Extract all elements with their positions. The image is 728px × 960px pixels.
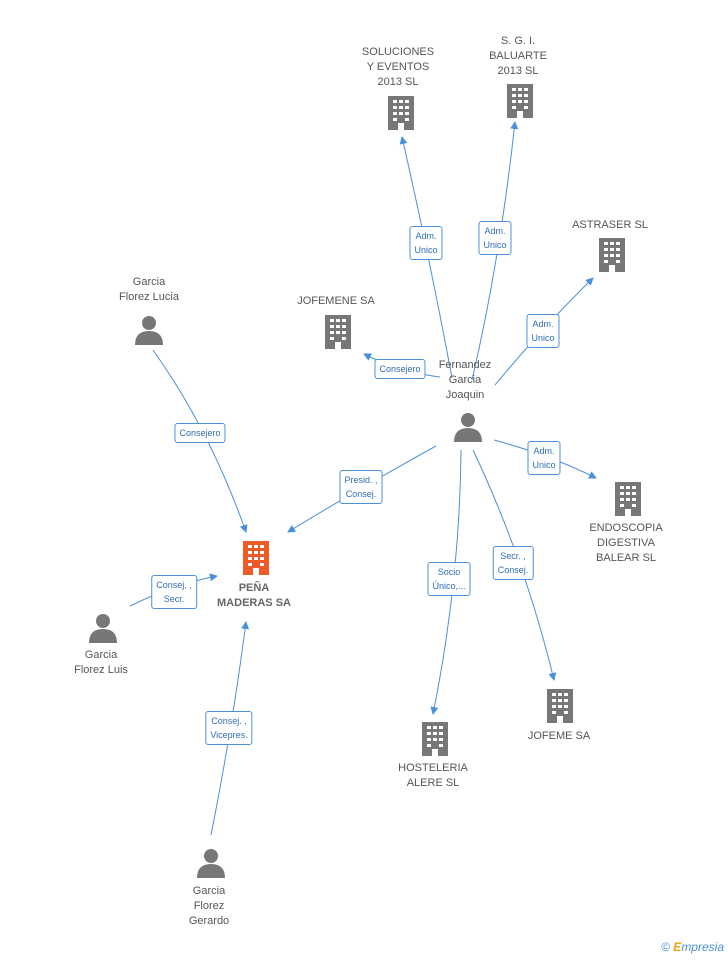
- edge-label-e7[interactable]: Adm. Unico: [527, 441, 561, 475]
- person-icon[interactable]: [134, 315, 164, 345]
- node-label-pena[interactable]: PEÑA MADERAS SA: [217, 582, 291, 609]
- building-icon[interactable]: [323, 315, 353, 349]
- node-label-endoscopia[interactable]: ENDOSCOPIA DIGESTIVA BALEAR SL: [589, 522, 663, 564]
- edge-label-e3[interactable]: Adm. Unico: [526, 314, 560, 348]
- empresia-logo: © Empresia: [661, 940, 724, 954]
- node-label-fernandez[interactable]: Fernandez Garcia Joaquin: [438, 359, 492, 401]
- edge-line-e2: [471, 121, 519, 381]
- building-icon[interactable]: [545, 689, 575, 723]
- building-icon[interactable]: [420, 722, 450, 756]
- node-label-hosteleria[interactable]: HOSTELERIA ALERE SL: [398, 762, 468, 789]
- node-label-jofeme[interactable]: JOFEME SA: [527, 730, 591, 742]
- edge-label-e9[interactable]: Socio Único,...: [427, 562, 471, 596]
- edge-label-e2[interactable]: Adm. Unico: [478, 221, 512, 255]
- node-label-jofemene[interactable]: JOFEMENE SA: [297, 295, 375, 307]
- building-icon[interactable]: [505, 84, 535, 118]
- edge-label-e6[interactable]: Presid. , Consej.: [339, 470, 383, 504]
- copyright-symbol: ©: [661, 940, 670, 954]
- building-icon[interactable]: [613, 482, 643, 516]
- person-icon[interactable]: [453, 412, 483, 442]
- node-label-soluciones[interactable]: SOLUCIONES Y EVENTOS 2013 SL: [361, 46, 435, 88]
- node-label-astraser[interactable]: ASTRASER SL: [572, 219, 648, 231]
- edge-label-e8[interactable]: Consej. , Secr.: [151, 575, 197, 609]
- node-label-sgi[interactable]: S. G. I. BALUARTE 2013 SL: [489, 35, 547, 77]
- edge-label-e1[interactable]: Adm. Unico: [409, 226, 443, 260]
- edge-label-e10[interactable]: Secr. , Consej.: [492, 546, 534, 580]
- edge-label-e11[interactable]: Consej. , Vicepres.: [205, 711, 253, 745]
- edge-label-e5[interactable]: Consejero: [174, 423, 226, 443]
- person-icon[interactable]: [196, 848, 226, 878]
- brand-initial: E: [673, 940, 682, 954]
- brand-name: mpresia: [681, 940, 724, 954]
- edge-label-e4[interactable]: Consejero: [374, 359, 426, 379]
- person-icon[interactable]: [88, 613, 118, 643]
- building-icon[interactable]: [241, 541, 271, 575]
- node-label-garcia-lucia[interactable]: Garcia Florez Lucia: [119, 276, 179, 303]
- building-icon[interactable]: [386, 96, 416, 130]
- node-label-garcia-gerardo[interactable]: Garcia Florez Gerardo: [188, 885, 230, 927]
- building-icon[interactable]: [597, 238, 627, 272]
- node-label-garcia-luis[interactable]: Garcia Florez Luis: [74, 649, 128, 676]
